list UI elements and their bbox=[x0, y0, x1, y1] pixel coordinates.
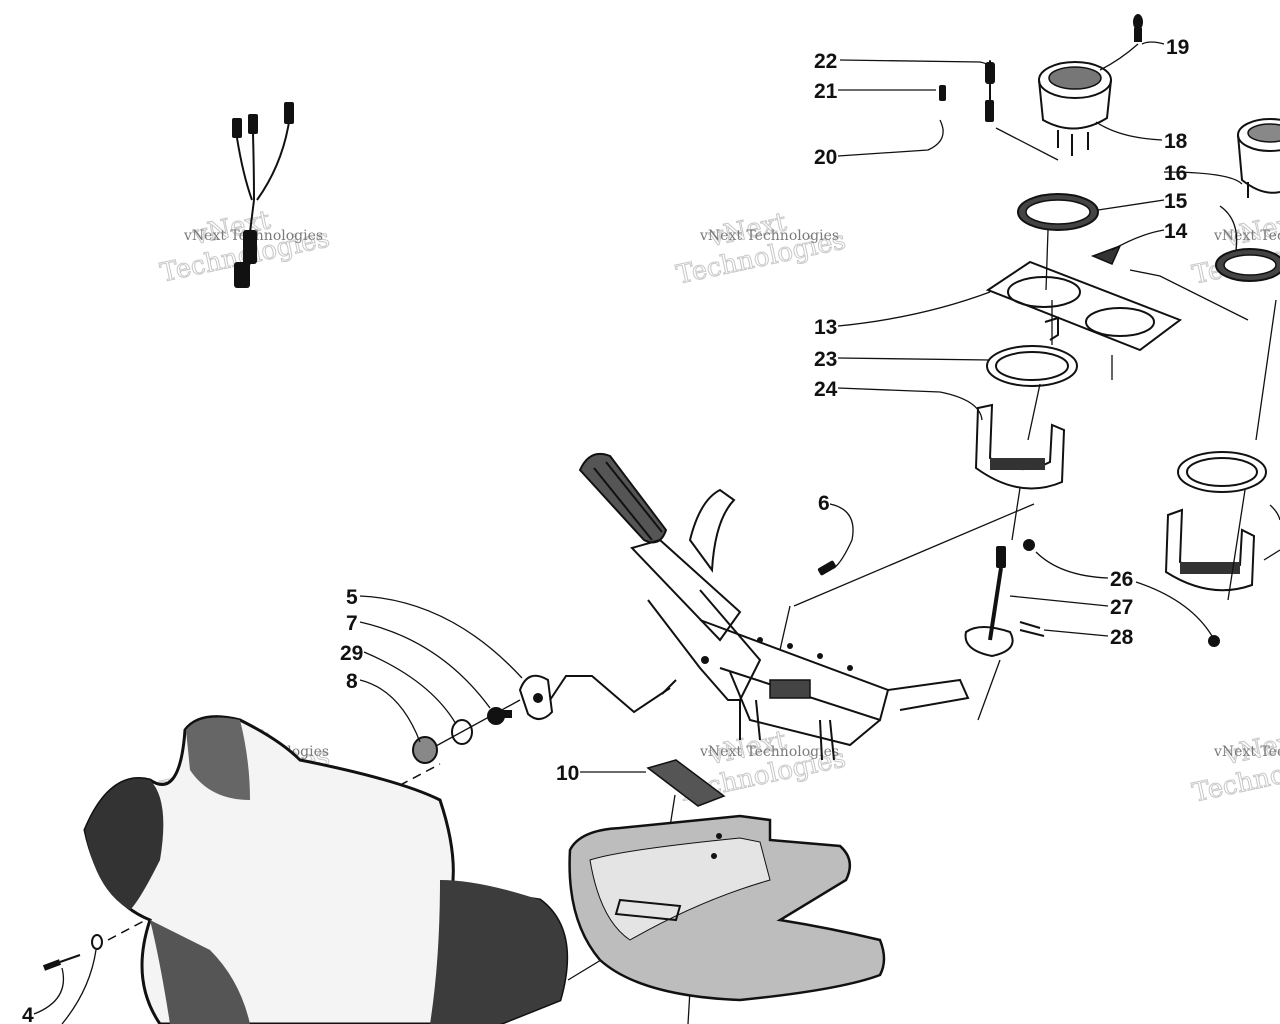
arrow-clip-14 bbox=[1090, 244, 1122, 265]
part-label-14: 14 bbox=[1164, 220, 1188, 243]
watermark-small-text: vNext Technologies bbox=[1213, 228, 1280, 244]
bracket-24 bbox=[974, 403, 1066, 490]
watermark: vNext Technologies vNext Technologies vN… bbox=[157, 205, 1280, 809]
part-label-20: 20 bbox=[814, 146, 837, 169]
nut-26 bbox=[1023, 539, 1220, 647]
part-label-7: 7 bbox=[346, 612, 358, 635]
part-label-21: 21 bbox=[814, 80, 838, 103]
part-label-27: 27 bbox=[1110, 596, 1133, 619]
bracket-24b bbox=[1164, 508, 1256, 592]
windshield bbox=[83, 715, 569, 1024]
part-label-10: 10 bbox=[556, 762, 579, 785]
screw-6 bbox=[817, 560, 837, 576]
knob-7 bbox=[487, 707, 512, 725]
handlebar-assembly bbox=[578, 452, 970, 761]
bezel-ring-15b bbox=[1215, 248, 1280, 282]
screw-4 bbox=[42, 934, 103, 971]
wire-harness-20 bbox=[232, 60, 995, 288]
bulb-19 bbox=[1133, 14, 1143, 42]
console-cover bbox=[568, 814, 886, 1002]
dash-plate-13 bbox=[985, 260, 1183, 352]
choke-axis bbox=[435, 699, 521, 747]
bezel-ring-15 bbox=[1017, 193, 1099, 231]
part-label-28: 28 bbox=[1110, 626, 1134, 649]
choke-assembly-5 bbox=[518, 674, 677, 720]
watermark-small-text: vNext Technologies bbox=[699, 744, 839, 760]
part-label-16: 16 bbox=[1164, 162, 1187, 185]
watermark-small-text: vNext Technologies bbox=[699, 228, 839, 244]
part-label-8: 8 bbox=[346, 670, 358, 693]
part-label-26: 26 bbox=[1110, 568, 1133, 591]
part-label-6: 6 bbox=[818, 492, 830, 515]
part-label-15: 15 bbox=[1164, 190, 1188, 213]
ring-23b bbox=[1177, 451, 1267, 493]
part-labels: 19 22 21 18 20 16 15 14 13 23 24 6 26 27… bbox=[22, 36, 1189, 1024]
part-label-22: 22 bbox=[814, 50, 837, 73]
part-label-13: 13 bbox=[814, 316, 837, 339]
knob-cap-8 bbox=[412, 736, 438, 764]
part-label-5: 5 bbox=[346, 586, 358, 609]
washer-29 bbox=[451, 719, 473, 745]
part-label-19: 19 bbox=[1166, 36, 1189, 59]
speedometer-cable-27 bbox=[964, 546, 1045, 658]
leader-lines bbox=[33, 41, 1280, 1024]
part-label-18: 18 bbox=[1164, 130, 1188, 153]
watermark-small-text: vNext Technologies bbox=[1213, 744, 1280, 760]
ring-23 bbox=[986, 345, 1078, 387]
part-label-24: 24 bbox=[814, 378, 838, 401]
decal-10 bbox=[646, 759, 726, 807]
part-label-23: 23 bbox=[814, 348, 837, 371]
gauge-18 bbox=[1038, 61, 1112, 156]
part-label-4: 4 bbox=[22, 1004, 34, 1024]
part-label-29: 29 bbox=[340, 642, 363, 665]
gauge-16 bbox=[1237, 118, 1280, 198]
